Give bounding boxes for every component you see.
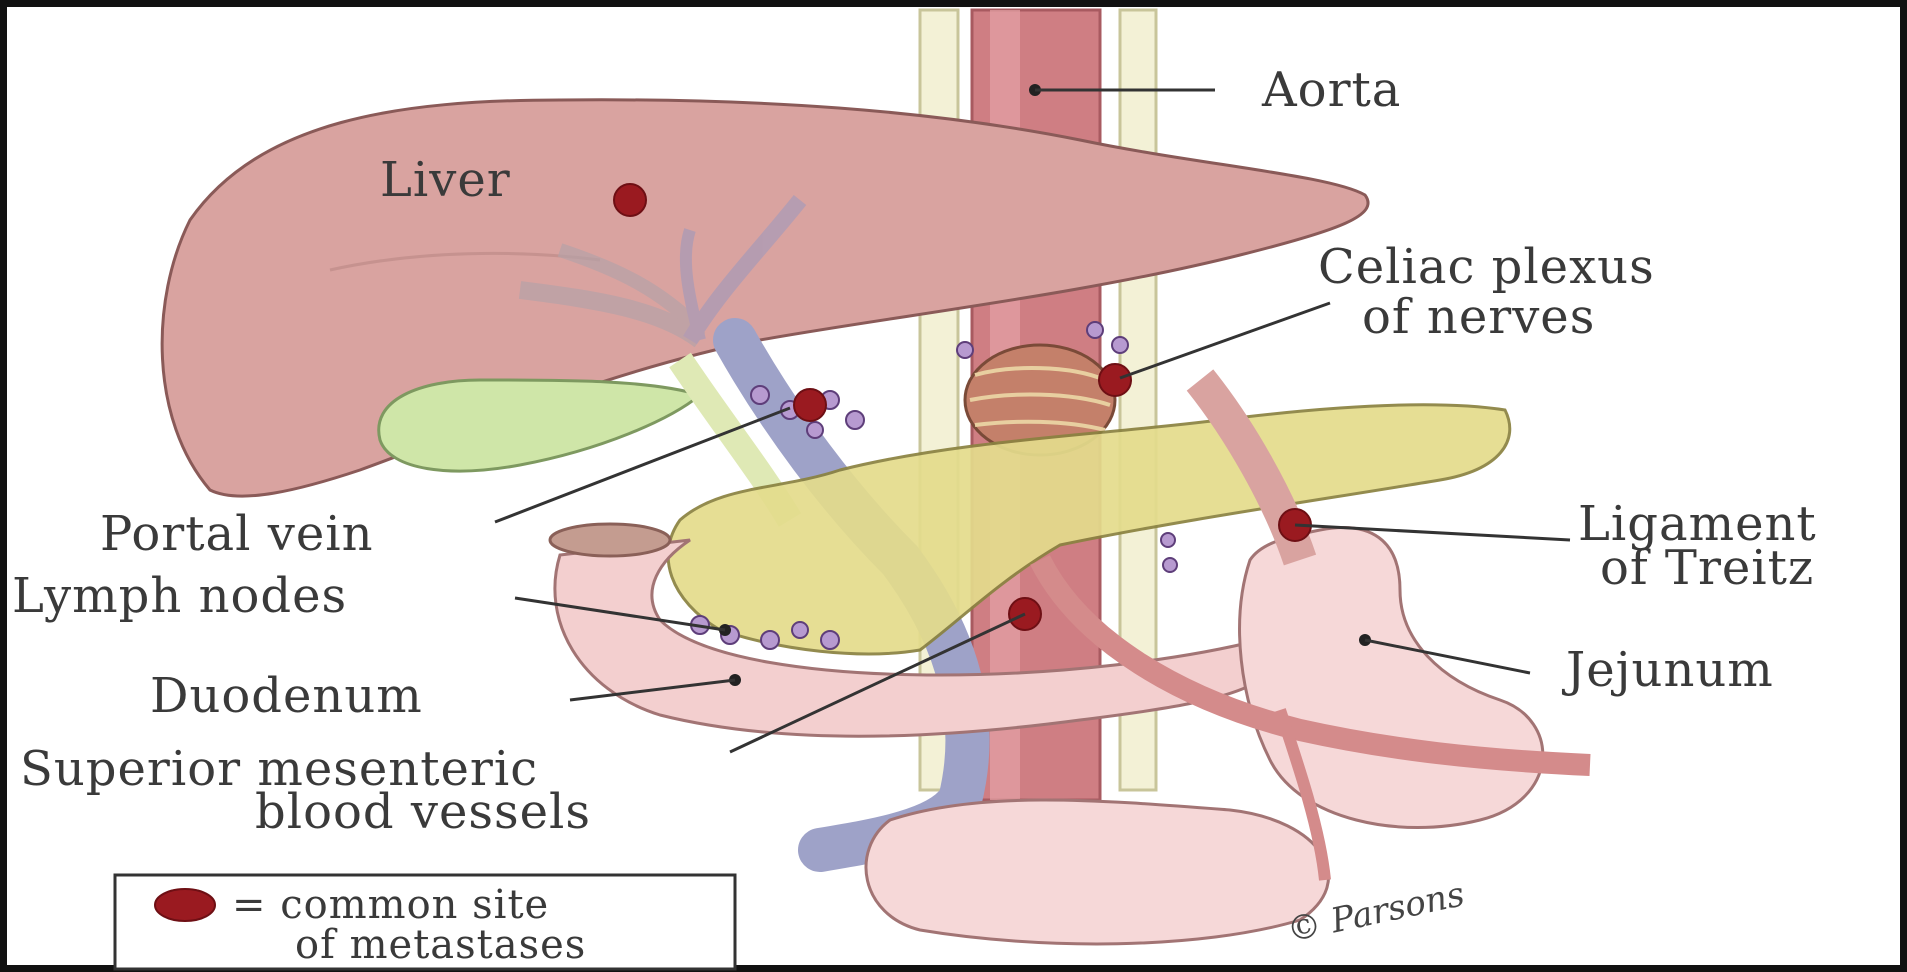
label-portal-vein: Portal vein <box>100 506 374 562</box>
label-duodenum: Duodenum <box>150 668 423 724</box>
label-celiac-line2: of nerves <box>1362 289 1595 345</box>
label-sma-line2: blood vessels <box>255 784 591 840</box>
legend-dot <box>155 889 215 921</box>
metastasis-dot-portal <box>794 389 826 421</box>
label-ligament-line2: of Treitz <box>1600 540 1814 596</box>
legend-line2: of metastases <box>295 922 586 968</box>
label-lymph-nodes: Lymph nodes <box>12 568 347 624</box>
legend: = common site of metastases <box>115 875 735 969</box>
metastasis-dot-liver <box>614 184 646 216</box>
gallbladder-illustration <box>379 380 700 471</box>
label-liver: Liver <box>380 152 511 208</box>
label-aorta: Aorta <box>1261 62 1401 118</box>
label-jejunum: Jejunum <box>1561 642 1774 698</box>
label-celiac-line1: Celiac plexus <box>1318 239 1655 295</box>
metastasis-dot-celiac <box>1099 364 1131 396</box>
